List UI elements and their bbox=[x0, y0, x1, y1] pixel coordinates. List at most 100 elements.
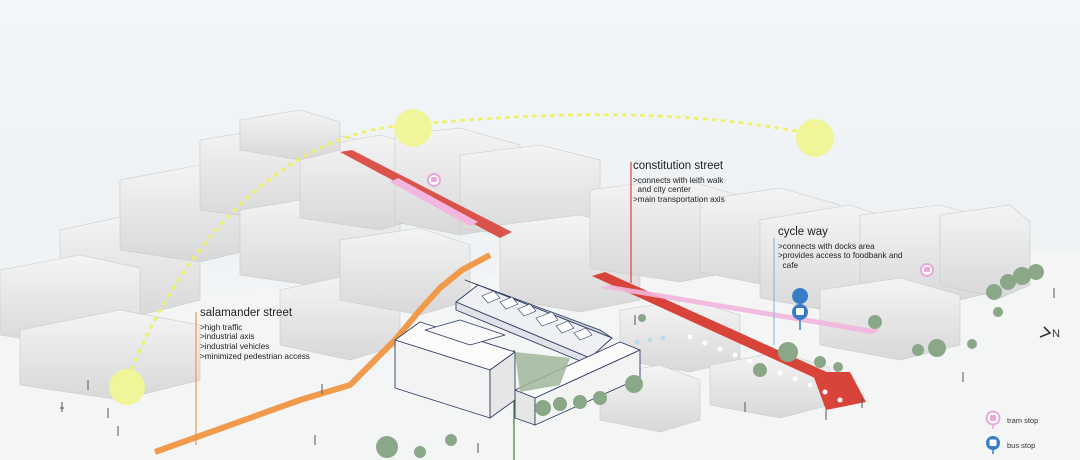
tree bbox=[414, 446, 426, 458]
north-arrow-stroke bbox=[1039, 326, 1052, 338]
pedestrians bbox=[60, 288, 1055, 453]
tree bbox=[833, 362, 843, 372]
annotation-line: >connects with leith walk bbox=[633, 175, 724, 185]
north-label: N bbox=[1052, 328, 1060, 340]
site-building bbox=[394, 279, 641, 426]
legend-bus-stop-label: bus stop bbox=[1007, 440, 1036, 450]
constitution-street-title: constitution street bbox=[633, 160, 724, 172]
tree bbox=[535, 400, 551, 416]
cycle-way-annotation: cycle way >connects with docks area >pro… bbox=[778, 226, 903, 271]
courtyard-garden bbox=[515, 352, 570, 392]
cycle-way-dot bbox=[687, 334, 693, 340]
north-arrow-icon bbox=[1039, 326, 1052, 338]
tram-stop-pin bbox=[920, 263, 934, 277]
tree bbox=[753, 363, 767, 377]
cycle-way-dot bbox=[822, 389, 828, 395]
annotation-line: and city center bbox=[633, 185, 691, 195]
constitution-street-lower bbox=[592, 272, 840, 384]
skylights bbox=[481, 290, 593, 341]
sun-icon bbox=[109, 369, 145, 405]
annotation-line: >main transportation axis bbox=[633, 194, 725, 204]
tram-stop-pin-glyph bbox=[924, 267, 930, 272]
annotation-line: cafe bbox=[778, 260, 799, 270]
tram-stop-pin bbox=[427, 173, 441, 187]
tram-line-upper bbox=[390, 178, 478, 226]
trees bbox=[376, 264, 1044, 458]
tree bbox=[573, 395, 587, 409]
tram-stop-icon-glyph bbox=[990, 415, 996, 421]
legend-tram-stop: tram stop bbox=[985, 410, 1038, 430]
block bbox=[19, 309, 201, 401]
skylight bbox=[499, 296, 519, 310]
city-blocks bbox=[0, 109, 1031, 433]
tram-stop-pin-glyph bbox=[431, 177, 437, 182]
tree bbox=[993, 307, 1003, 317]
cycle-way-dots bbox=[687, 334, 843, 403]
bus-stop-pin-glyph bbox=[796, 308, 804, 315]
tree bbox=[625, 375, 643, 393]
cycle-way-dot bbox=[717, 346, 723, 352]
cycle-way-dot bbox=[732, 352, 738, 358]
cycle-way-dot bbox=[747, 358, 753, 364]
tram-stop-icon bbox=[985, 410, 1001, 429]
pedestrian bbox=[60, 402, 64, 412]
legend-tram-stop-label: tram stop bbox=[1007, 415, 1039, 425]
block bbox=[339, 227, 471, 316]
tree bbox=[967, 339, 977, 349]
salamander-street-title: salamander street bbox=[200, 307, 293, 319]
tree bbox=[814, 356, 826, 368]
bus-stop-pin bbox=[792, 288, 809, 330]
tree bbox=[986, 284, 1002, 300]
tree bbox=[638, 314, 646, 322]
tree bbox=[1000, 274, 1016, 290]
sun-icon bbox=[394, 109, 432, 147]
annotation-line: >minimized pedestrian access bbox=[200, 351, 310, 361]
tree bbox=[1013, 267, 1031, 285]
cycle-way-dot bbox=[792, 376, 798, 382]
tram-line-lower bbox=[600, 285, 880, 334]
skylight bbox=[481, 290, 501, 304]
cycle-way-title: cycle way bbox=[778, 226, 828, 238]
tree bbox=[376, 436, 398, 458]
tree bbox=[868, 315, 882, 329]
tree bbox=[553, 397, 567, 411]
skylight bbox=[517, 303, 537, 317]
tree bbox=[928, 339, 946, 357]
block bbox=[939, 204, 1031, 299]
annotation-line: >connects with docks area bbox=[778, 241, 875, 251]
tree bbox=[593, 391, 607, 405]
constitution-street-arrow bbox=[812, 372, 866, 410]
sun-icon bbox=[796, 119, 834, 157]
cycle-way-dot bbox=[634, 339, 640, 345]
block bbox=[819, 277, 961, 361]
legend-bus-stop: bus stop bbox=[985, 435, 1035, 455]
tree bbox=[912, 344, 924, 356]
skylight bbox=[573, 327, 593, 341]
cycle-way-dot bbox=[807, 382, 813, 388]
tree bbox=[778, 342, 798, 362]
cycle-way-dot bbox=[777, 370, 783, 376]
salamander-street-path bbox=[153, 252, 492, 455]
bus-stop-icon-glyph bbox=[989, 439, 997, 446]
cycle-way-dot bbox=[702, 340, 708, 346]
annotation-line: >industrial axis bbox=[200, 332, 255, 342]
cycle-way-dot bbox=[660, 335, 666, 341]
skylight bbox=[555, 320, 575, 334]
cycle-way-dot bbox=[837, 397, 843, 403]
cycle-way-dot bbox=[647, 337, 653, 343]
skylight bbox=[535, 311, 559, 327]
constitution-street-annotation: constitution street >connects with leith… bbox=[633, 160, 725, 205]
north-arrow: N bbox=[1038, 325, 1066, 347]
annotation-line: >industrial vehicles bbox=[200, 341, 270, 351]
annotation-line: >high traffic bbox=[200, 322, 243, 332]
bus-stop-pin-shape bbox=[792, 288, 809, 320]
bus-stop-icon bbox=[986, 436, 1000, 454]
salamander-street-annotation: salamander street >high traffic >industr… bbox=[200, 307, 310, 361]
annotation-line: >provides access to foodbank and bbox=[778, 251, 903, 261]
tree bbox=[445, 434, 457, 446]
block bbox=[239, 109, 341, 161]
tree bbox=[1028, 264, 1044, 280]
site-annex bbox=[424, 319, 506, 346]
